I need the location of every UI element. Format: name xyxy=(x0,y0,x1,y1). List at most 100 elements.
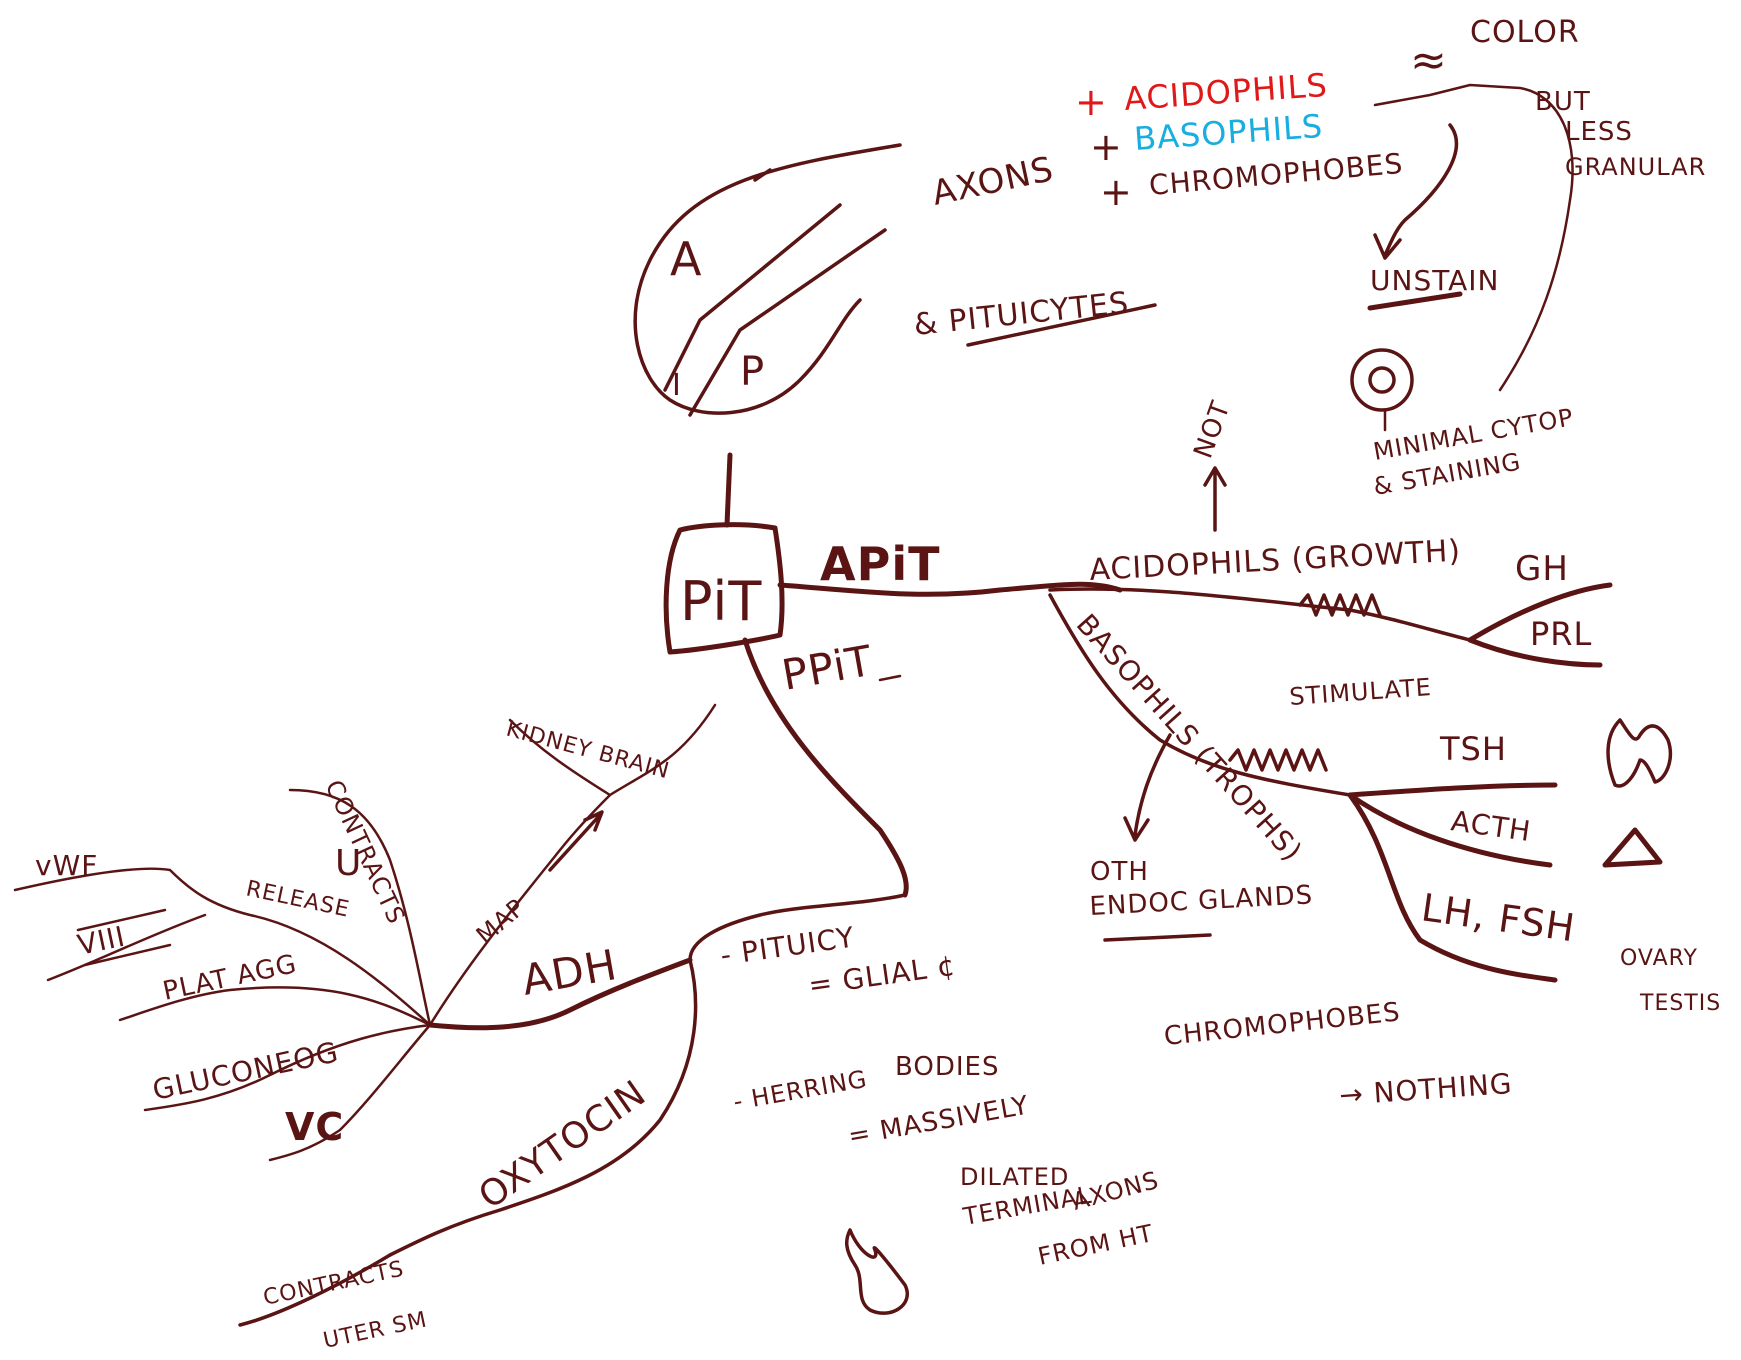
ovary-label: OVARY xyxy=(1620,946,1698,971)
gh-label: GH xyxy=(1515,549,1569,589)
oxytocin-contracts-label: CONTRACTS xyxy=(261,1257,406,1311)
kidney-brain-label: KIDNEY BRAIN xyxy=(503,717,672,785)
acth-label: ACTH xyxy=(1449,804,1533,848)
adrenal-triangle-icon xyxy=(1602,827,1663,868)
viii-line xyxy=(46,913,207,982)
oxytocin-branch: OXYTOCIN CONTRACTS UTER SM xyxy=(238,958,698,1354)
pit-center-node: PiT xyxy=(663,522,785,655)
anatomy-divider-2 xyxy=(688,228,887,417)
acidophils-hatching xyxy=(1298,593,1382,617)
chromophobes-lower-note: CHROMOPHOBES xyxy=(1163,997,1402,1052)
gluconeog-label: GLUCONEOG xyxy=(150,1035,342,1107)
apit-branch: APiT ACIDOPHILS (GROWTH) GH PRL BASOPHIL… xyxy=(777,534,1721,1016)
map-arrow xyxy=(548,810,604,872)
unstain-note: UNSTAIN xyxy=(1370,264,1500,297)
anatomy-outline xyxy=(633,143,902,415)
basophils-hatching xyxy=(1228,748,1328,772)
viii-underline xyxy=(83,943,172,967)
vc-label: VC xyxy=(285,1105,344,1149)
ppit-label: PPiT xyxy=(778,636,876,700)
unstain-arrowhead xyxy=(1373,233,1402,260)
adh-main-line xyxy=(427,957,693,1031)
pituitary-anatomy-sketch: A I P xyxy=(633,143,902,528)
chromophobes-note: CHROMOPHOBES xyxy=(1148,147,1405,202)
gluconeog-line xyxy=(143,1023,432,1112)
apit-label: APiT xyxy=(820,537,940,591)
plat-agg-label: PLAT AGG xyxy=(160,949,300,1007)
lh-fsh-label: LH, FSH xyxy=(1419,885,1578,950)
less-note: LESS xyxy=(1565,117,1633,147)
plus-chromophobes: + xyxy=(1100,170,1133,214)
basophils-line xyxy=(1048,593,1352,797)
anatomy-label-a: A xyxy=(670,232,702,286)
plus-acidophils: + xyxy=(1075,80,1108,124)
prl-label: PRL xyxy=(1530,615,1592,653)
dilated-note: DILATED xyxy=(960,1163,1069,1191)
unstain-arrow xyxy=(1383,123,1459,257)
vwf-label: vWF xyxy=(35,849,98,882)
u-label: U xyxy=(335,843,362,884)
stimulate-label: STIMULATE xyxy=(1288,673,1432,711)
map-line xyxy=(428,793,612,1027)
anatomy-divider-1 xyxy=(663,203,842,392)
map-label: MAP xyxy=(471,893,531,950)
nothing-note: → NOTHING xyxy=(1338,1067,1513,1112)
top-notes: AXONS & PITUICYTES + ACIDOPHILS + BASOPH… xyxy=(912,15,1706,532)
apit-main-line xyxy=(777,581,1123,597)
acidophils-line xyxy=(1048,587,1472,642)
tsh-label: TSH xyxy=(1439,730,1507,768)
approx-sign: ≈ xyxy=(1410,35,1448,86)
tsh-line xyxy=(1347,782,1558,798)
anatomy-label-i: I xyxy=(672,368,682,403)
ppit-dash xyxy=(878,674,902,682)
oxytocin-label: OXYTOCIN xyxy=(472,1073,654,1218)
axons-note: AXONS xyxy=(929,149,1058,214)
basophils-trophs-label: BASOPHILS (TROPHS) xyxy=(1070,608,1309,868)
axons-ht-note: AXONS xyxy=(1069,1166,1162,1216)
cell-sketch-outer xyxy=(1350,348,1414,412)
lh-fsh-line xyxy=(1347,792,1558,983)
not-note: NOT xyxy=(1188,397,1236,463)
viii-overline xyxy=(76,908,167,932)
cell-sketch-nucleus xyxy=(1368,366,1396,394)
thyroid-icon xyxy=(1606,718,1673,788)
bodies-note: BODIES xyxy=(895,1052,999,1082)
endoc-underline xyxy=(1103,933,1212,942)
oxytocin-main-line xyxy=(388,958,698,1257)
but-note: BUT xyxy=(1535,87,1591,117)
release-line xyxy=(13,867,432,1027)
color-note: COLOR xyxy=(1470,15,1580,50)
anatomy-top-notch xyxy=(753,168,772,182)
prl-line xyxy=(1467,637,1603,668)
oth-label: OTH xyxy=(1090,857,1149,887)
pit-label: PiT xyxy=(680,570,762,633)
vc-line xyxy=(268,1023,432,1162)
ppit-lower-connector xyxy=(688,893,907,962)
unstain-underline xyxy=(1367,291,1463,311)
pituicytes-underline xyxy=(966,303,1157,347)
granular-note: GRANULAR xyxy=(1565,153,1706,181)
gh-line xyxy=(1467,582,1613,643)
color-bracket-line xyxy=(1373,83,1574,392)
acidophils-growth-label: ACIDOPHILS (GROWTH) xyxy=(1089,534,1462,588)
kidney-brain-fork xyxy=(508,703,717,797)
from-ht-note: FROM HT xyxy=(1035,1219,1156,1271)
anatomy-label-p: P xyxy=(740,349,765,395)
plat-agg-line xyxy=(118,986,432,1027)
herring-note: - HERRING xyxy=(731,1065,869,1116)
oxytocin-tail-line xyxy=(238,1253,392,1327)
testis-label: TESTIS xyxy=(1639,991,1721,1016)
massively-note: = MASSIVELY xyxy=(846,1091,1032,1152)
plus-basophils: + xyxy=(1090,125,1123,169)
pit-box xyxy=(663,522,785,655)
anatomy-stalk-line xyxy=(724,452,733,528)
oth-endoc-arrow xyxy=(1123,733,1172,842)
uter-sm-label: UTER SM xyxy=(321,1307,430,1353)
ppit-branch: PPiT - PITUICY = GLIAL ¢ - HERRING BODIE… xyxy=(688,636,1513,1315)
contracts-line xyxy=(288,788,432,1027)
not-arrow xyxy=(1203,466,1227,532)
herring-body-sketch xyxy=(844,1228,909,1315)
acth-line xyxy=(1347,792,1553,868)
ppit-main-line xyxy=(742,637,909,898)
